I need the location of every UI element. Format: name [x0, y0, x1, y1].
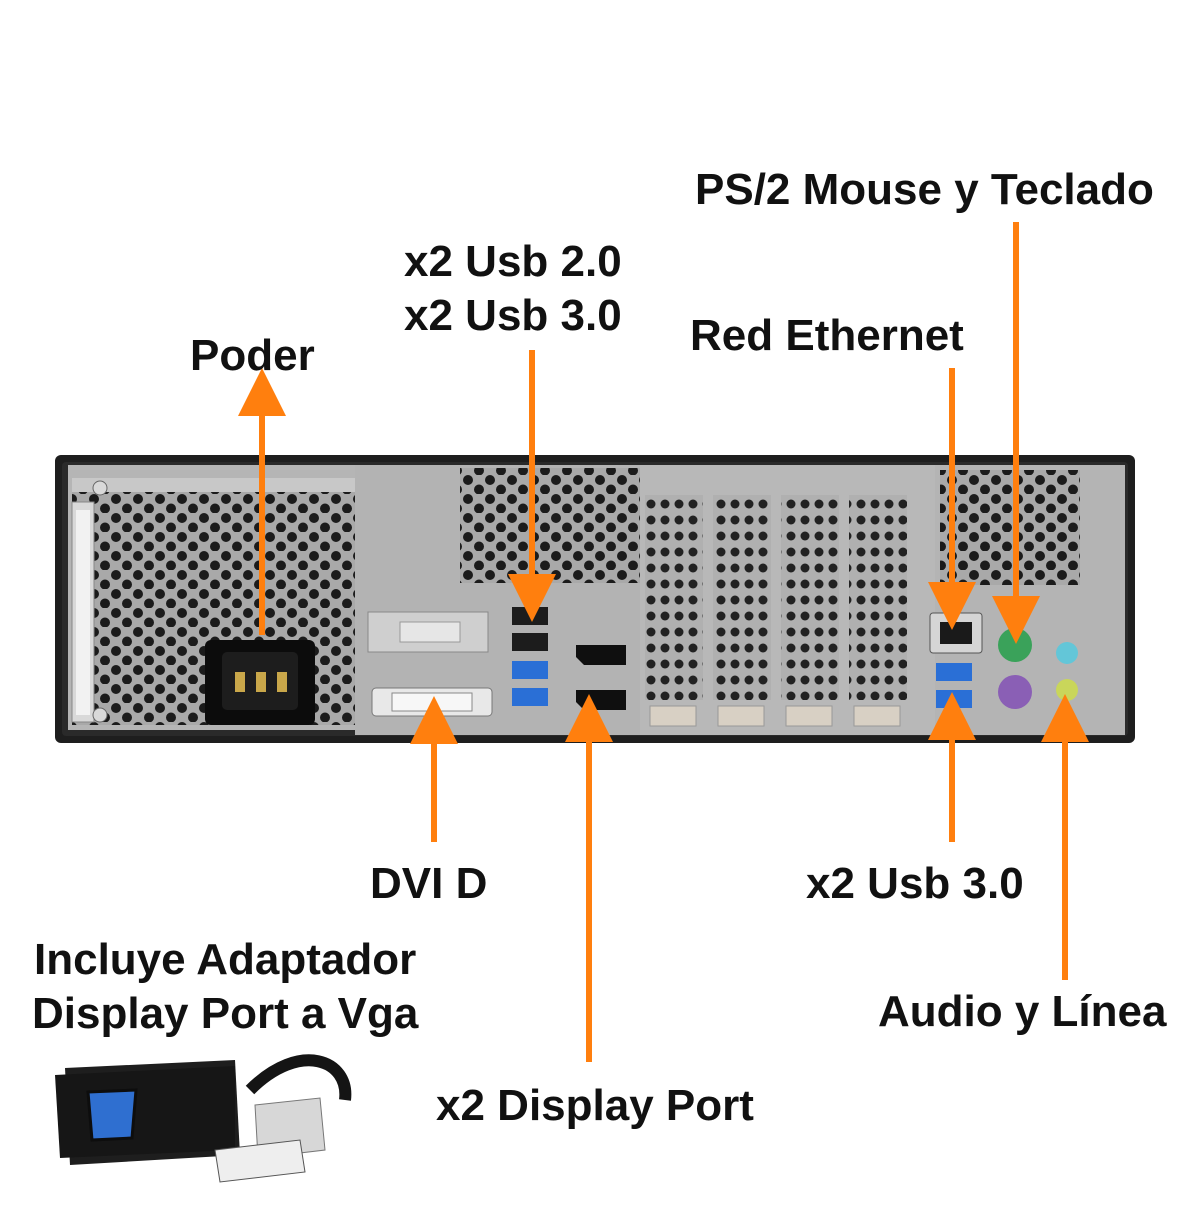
- io-panel: [355, 465, 640, 735]
- displayport-vga-adapter-icon: [55, 1054, 352, 1183]
- label-usb3-top: x2 Usb 3.0: [404, 291, 622, 340]
- label-displayport: x2 Display Port: [436, 1081, 754, 1130]
- label-adapter-line1: Incluye Adaptador: [34, 935, 417, 984]
- label-poder: Poder: [190, 331, 315, 380]
- callout-arrows: [238, 222, 1089, 1062]
- label-adapter-line2: Display Port a Vga: [32, 989, 419, 1038]
- label-ps2: PS/2 Mouse y Teclado: [695, 165, 1154, 214]
- label-usb3-bottom: x2 Usb 3.0: [806, 859, 1024, 908]
- label-ethernet: Red Ethernet: [690, 311, 964, 360]
- label-usb2: x2 Usb 2.0: [404, 237, 622, 286]
- expansion-slots: [640, 465, 940, 735]
- label-audio: Audio y Línea: [878, 987, 1167, 1036]
- label-dvi: DVI D: [370, 859, 488, 908]
- right-io-area: [929, 465, 1125, 735]
